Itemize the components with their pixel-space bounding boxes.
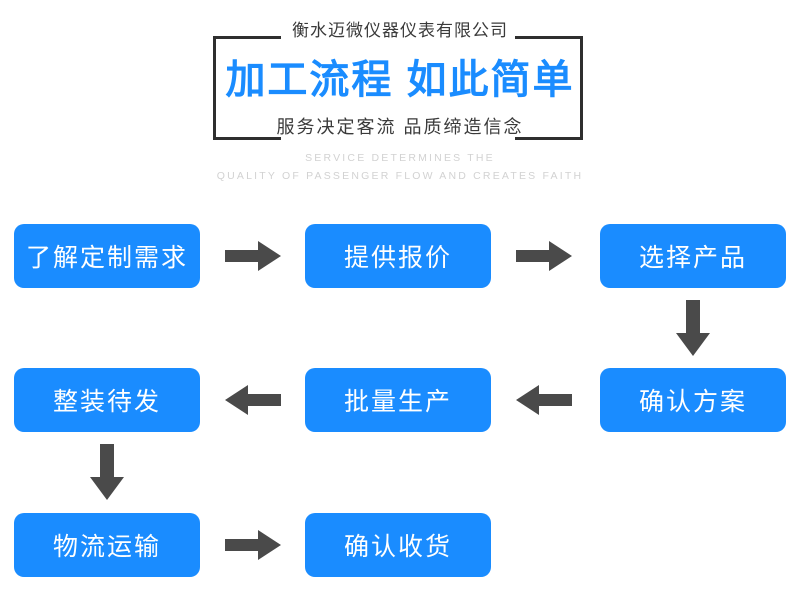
english-tagline-line-1: SERVICE DETERMINES THE <box>305 152 495 164</box>
bracket-left-rule <box>213 36 216 140</box>
arrow-right-icon-3 <box>225 529 281 561</box>
bracket-top-left-rule <box>213 36 281 39</box>
arrow-right-icon-2 <box>516 240 572 272</box>
flow-node-mass-production[interactable]: 批量生产 <box>305 368 491 432</box>
arrow-right-icon-1 <box>225 240 281 272</box>
bracket-right-rule <box>580 36 583 140</box>
arrow-left-icon-1 <box>225 384 281 416</box>
flow-node-confirm-receipt[interactable]: 确认收货 <box>305 513 491 577</box>
arrow-down-icon-1 <box>675 300 711 356</box>
flow-node-select-product[interactable]: 选择产品 <box>600 224 786 288</box>
flow-node-confirm-plan[interactable]: 确认方案 <box>600 368 786 432</box>
flow-node-ready-to-ship[interactable]: 整装待发 <box>14 368 200 432</box>
bracket-top-right-rule <box>515 36 583 39</box>
arrow-down-icon-2 <box>89 444 125 500</box>
page-title: 加工流程 如此简单 <box>225 58 575 102</box>
bracket-bottom-right-rule <box>515 137 583 140</box>
flow-node-understand-requirements[interactable]: 了解定制需求 <box>14 224 200 288</box>
flow-node-logistics[interactable]: 物流运输 <box>14 513 200 577</box>
decorative-bracket <box>213 36 583 140</box>
page-subtitle: 服务决定客流 品质缔造信念 <box>276 117 524 137</box>
arrow-left-icon-2 <box>516 384 572 416</box>
company-name: 衡水迈微仪器仪表有限公司 <box>292 21 508 40</box>
flow-node-provide-quote[interactable]: 提供报价 <box>305 224 491 288</box>
english-tagline-line-2: QUALITY OF PASSENGER FLOW AND CREATES FA… <box>216 170 584 182</box>
header-banner: 衡水迈微仪器仪表有限公司 加工流程 如此简单 服务决定客流 品质缔造信念 SER… <box>0 0 800 200</box>
bracket-bottom-left-rule <box>213 137 281 140</box>
